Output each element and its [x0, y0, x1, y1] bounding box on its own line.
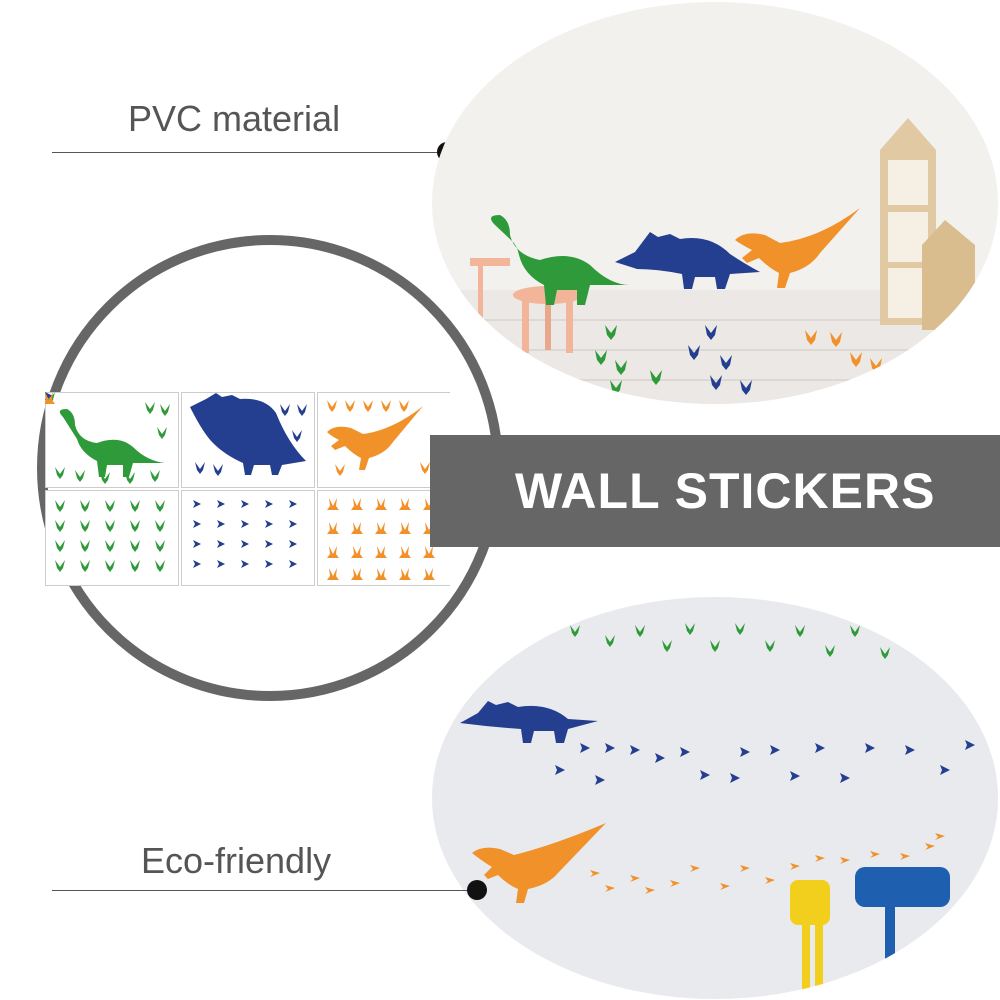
blue-triceratops-sticker-2 — [460, 701, 598, 743]
bottom-callout-line — [52, 890, 477, 891]
orange-trex-sticker — [735, 208, 860, 288]
banner-title: WALL STICKERS — [515, 463, 936, 519]
green-dino-sticker — [491, 215, 630, 305]
orange-footprint-panel — [45, 392, 435, 580]
pvc-material-label: PVC material — [128, 98, 341, 139]
orange-trex-sticker-2 — [472, 823, 606, 903]
sticker-sheet — [45, 392, 450, 587]
top-callout-line — [52, 152, 447, 153]
room-scene-ellipse — [430, 0, 1000, 405]
blue-triceratops-sticker — [615, 232, 760, 289]
eco-friendly-label: Eco-friendly — [141, 840, 332, 881]
wall-stickers-banner — [430, 435, 1000, 547]
green-sticker-panel — [55, 402, 170, 484]
bottom-callout-dot — [467, 880, 487, 900]
wall-scene-ellipse — [430, 595, 1000, 1000]
blue-sticker-panel — [190, 393, 307, 476]
